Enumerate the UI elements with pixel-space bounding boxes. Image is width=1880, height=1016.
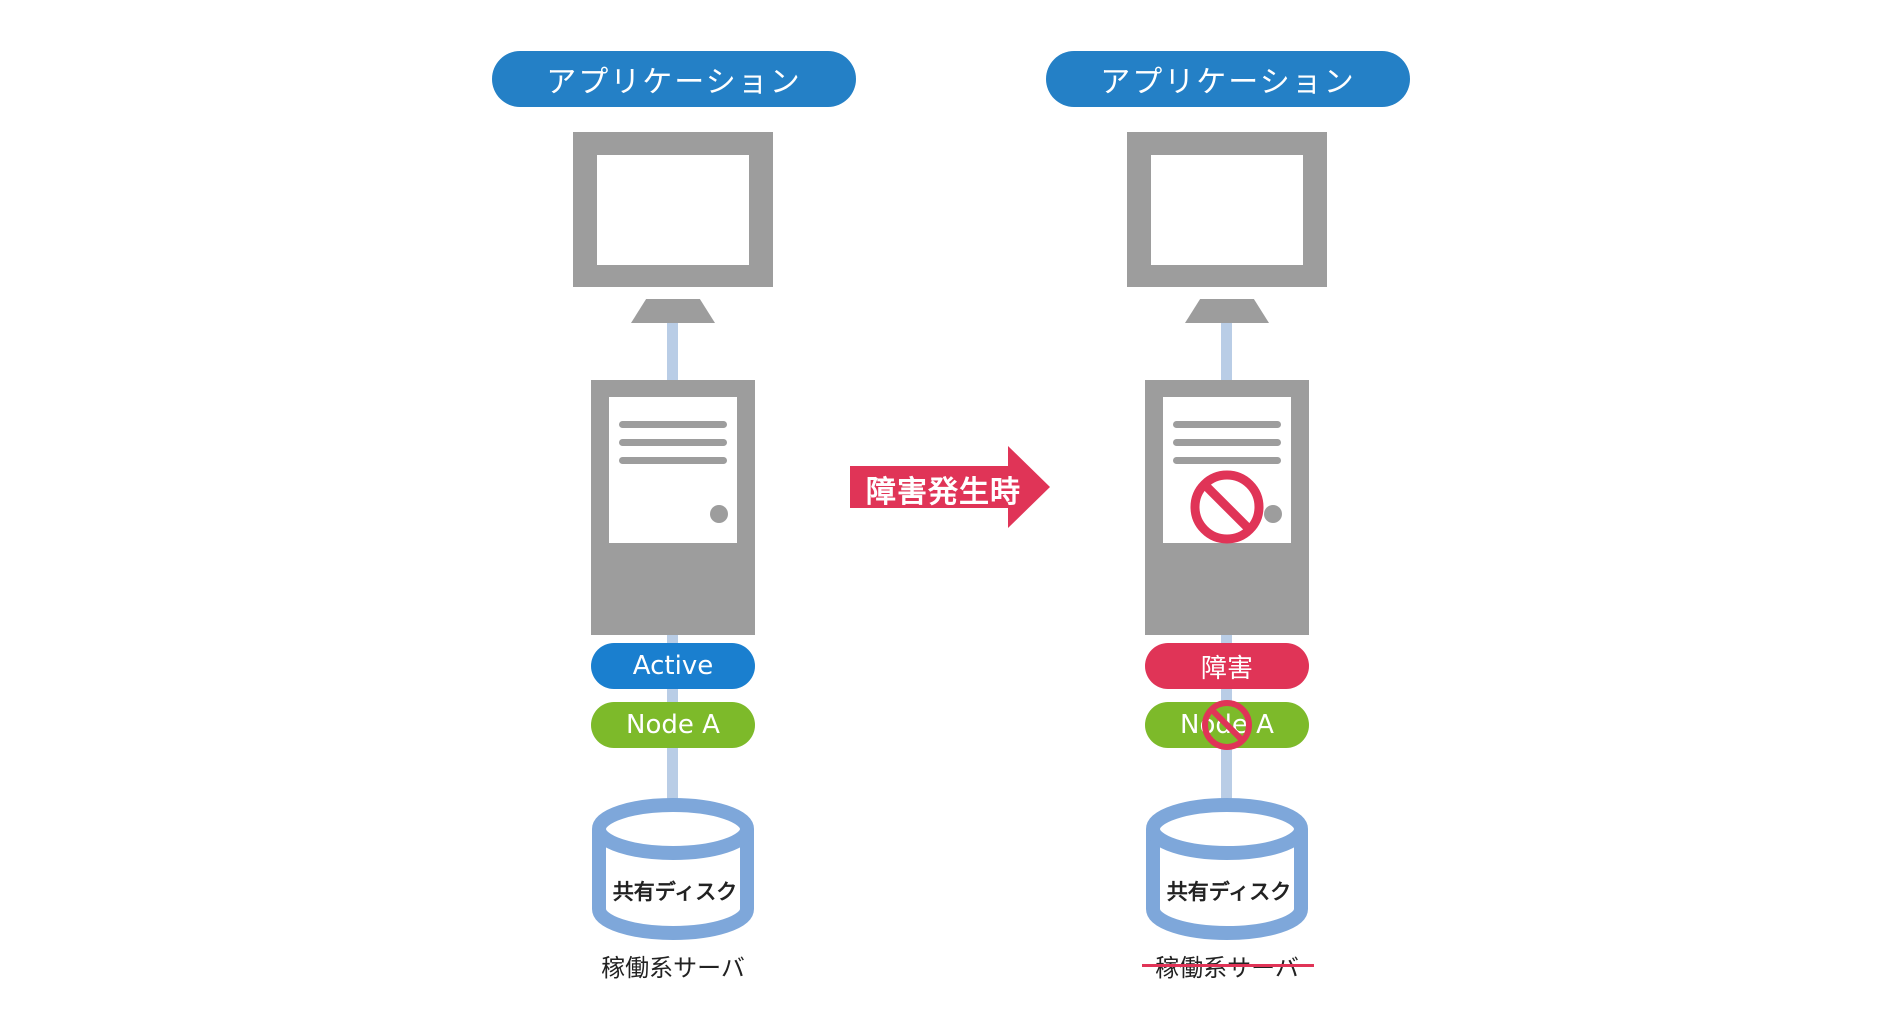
left-node-pill: Node A — [591, 702, 755, 748]
right-server-power-light — [1264, 505, 1282, 523]
left-server-label: 稼働系サーバ — [601, 954, 745, 982]
left-application-label: アプリケーション — [546, 65, 802, 100]
right-server-slot — [1173, 457, 1281, 464]
right-application-label: アプリケーション — [1100, 65, 1356, 100]
left-server-slot — [619, 439, 727, 446]
right-server-label: 稼働系サーバ — [1155, 954, 1299, 982]
right-arrow-icon — [850, 446, 1050, 528]
right-monitor-icon — [1127, 132, 1327, 287]
right-server-tower-icon — [1145, 380, 1309, 635]
left-monitor-stand — [631, 299, 715, 323]
right-disk-label: 共有ディスク — [1166, 880, 1292, 904]
right-monitor-stand — [1185, 299, 1269, 323]
right-connector-monitor-server — [1221, 323, 1232, 380]
left-monitor-icon — [573, 132, 773, 287]
left-connector-monitor-server — [667, 323, 678, 380]
server-no-entry-icon — [1190, 470, 1264, 544]
left-node-label: Node A — [626, 710, 720, 740]
left-monitor-screen — [597, 155, 749, 265]
left-server-slot — [619, 457, 727, 464]
left-disk-label: 共有ディスク — [612, 880, 738, 904]
right-database-icon — [1146, 798, 1308, 940]
node-no-entry-icon — [1202, 700, 1252, 750]
right-server-label-strikethrough — [1142, 964, 1314, 967]
right-server-panel — [1163, 397, 1291, 543]
left-status-pill: Active — [591, 643, 755, 689]
left-database-icon — [592, 798, 754, 940]
left-server-slot — [619, 421, 727, 428]
left-server-tower-icon — [591, 380, 755, 635]
right-status-label: 障害 — [1200, 653, 1253, 684]
right-monitor-screen — [1151, 155, 1303, 265]
right-status-pill: 障害 — [1145, 643, 1309, 689]
right-server-slot — [1173, 439, 1281, 446]
right-application-pill: アプリケーション — [1046, 51, 1410, 107]
transition-label: 障害発生時 — [866, 475, 1021, 510]
left-server-panel — [609, 397, 737, 543]
left-status-label: Active — [632, 651, 714, 681]
right-server-slot — [1173, 421, 1281, 428]
left-application-pill: アプリケーション — [492, 51, 856, 107]
left-server-power-light — [710, 505, 728, 523]
